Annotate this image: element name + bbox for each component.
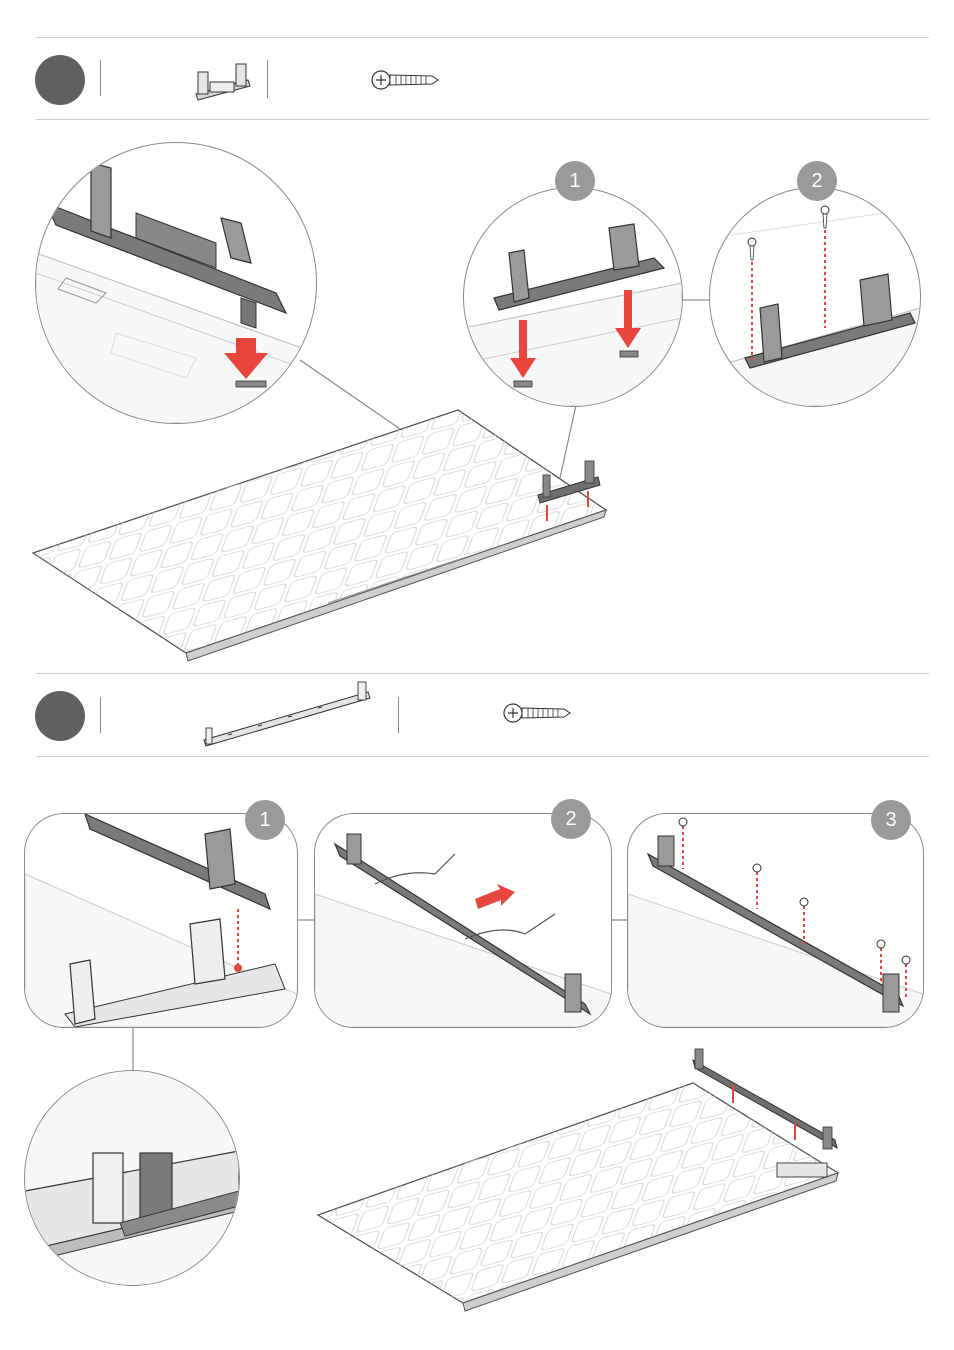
detail-panel-b1 [24,813,298,1028]
detail-circle-b [24,1070,240,1286]
detail-panel-b3 [627,813,924,1028]
solar-panel-b [315,1045,845,1315]
badge-step-b-3: 3 [871,800,911,840]
badge-step-b-1: 1 [245,800,285,840]
detail-panel-b2 [314,813,612,1028]
badge-step-b-2: 2 [551,799,591,839]
